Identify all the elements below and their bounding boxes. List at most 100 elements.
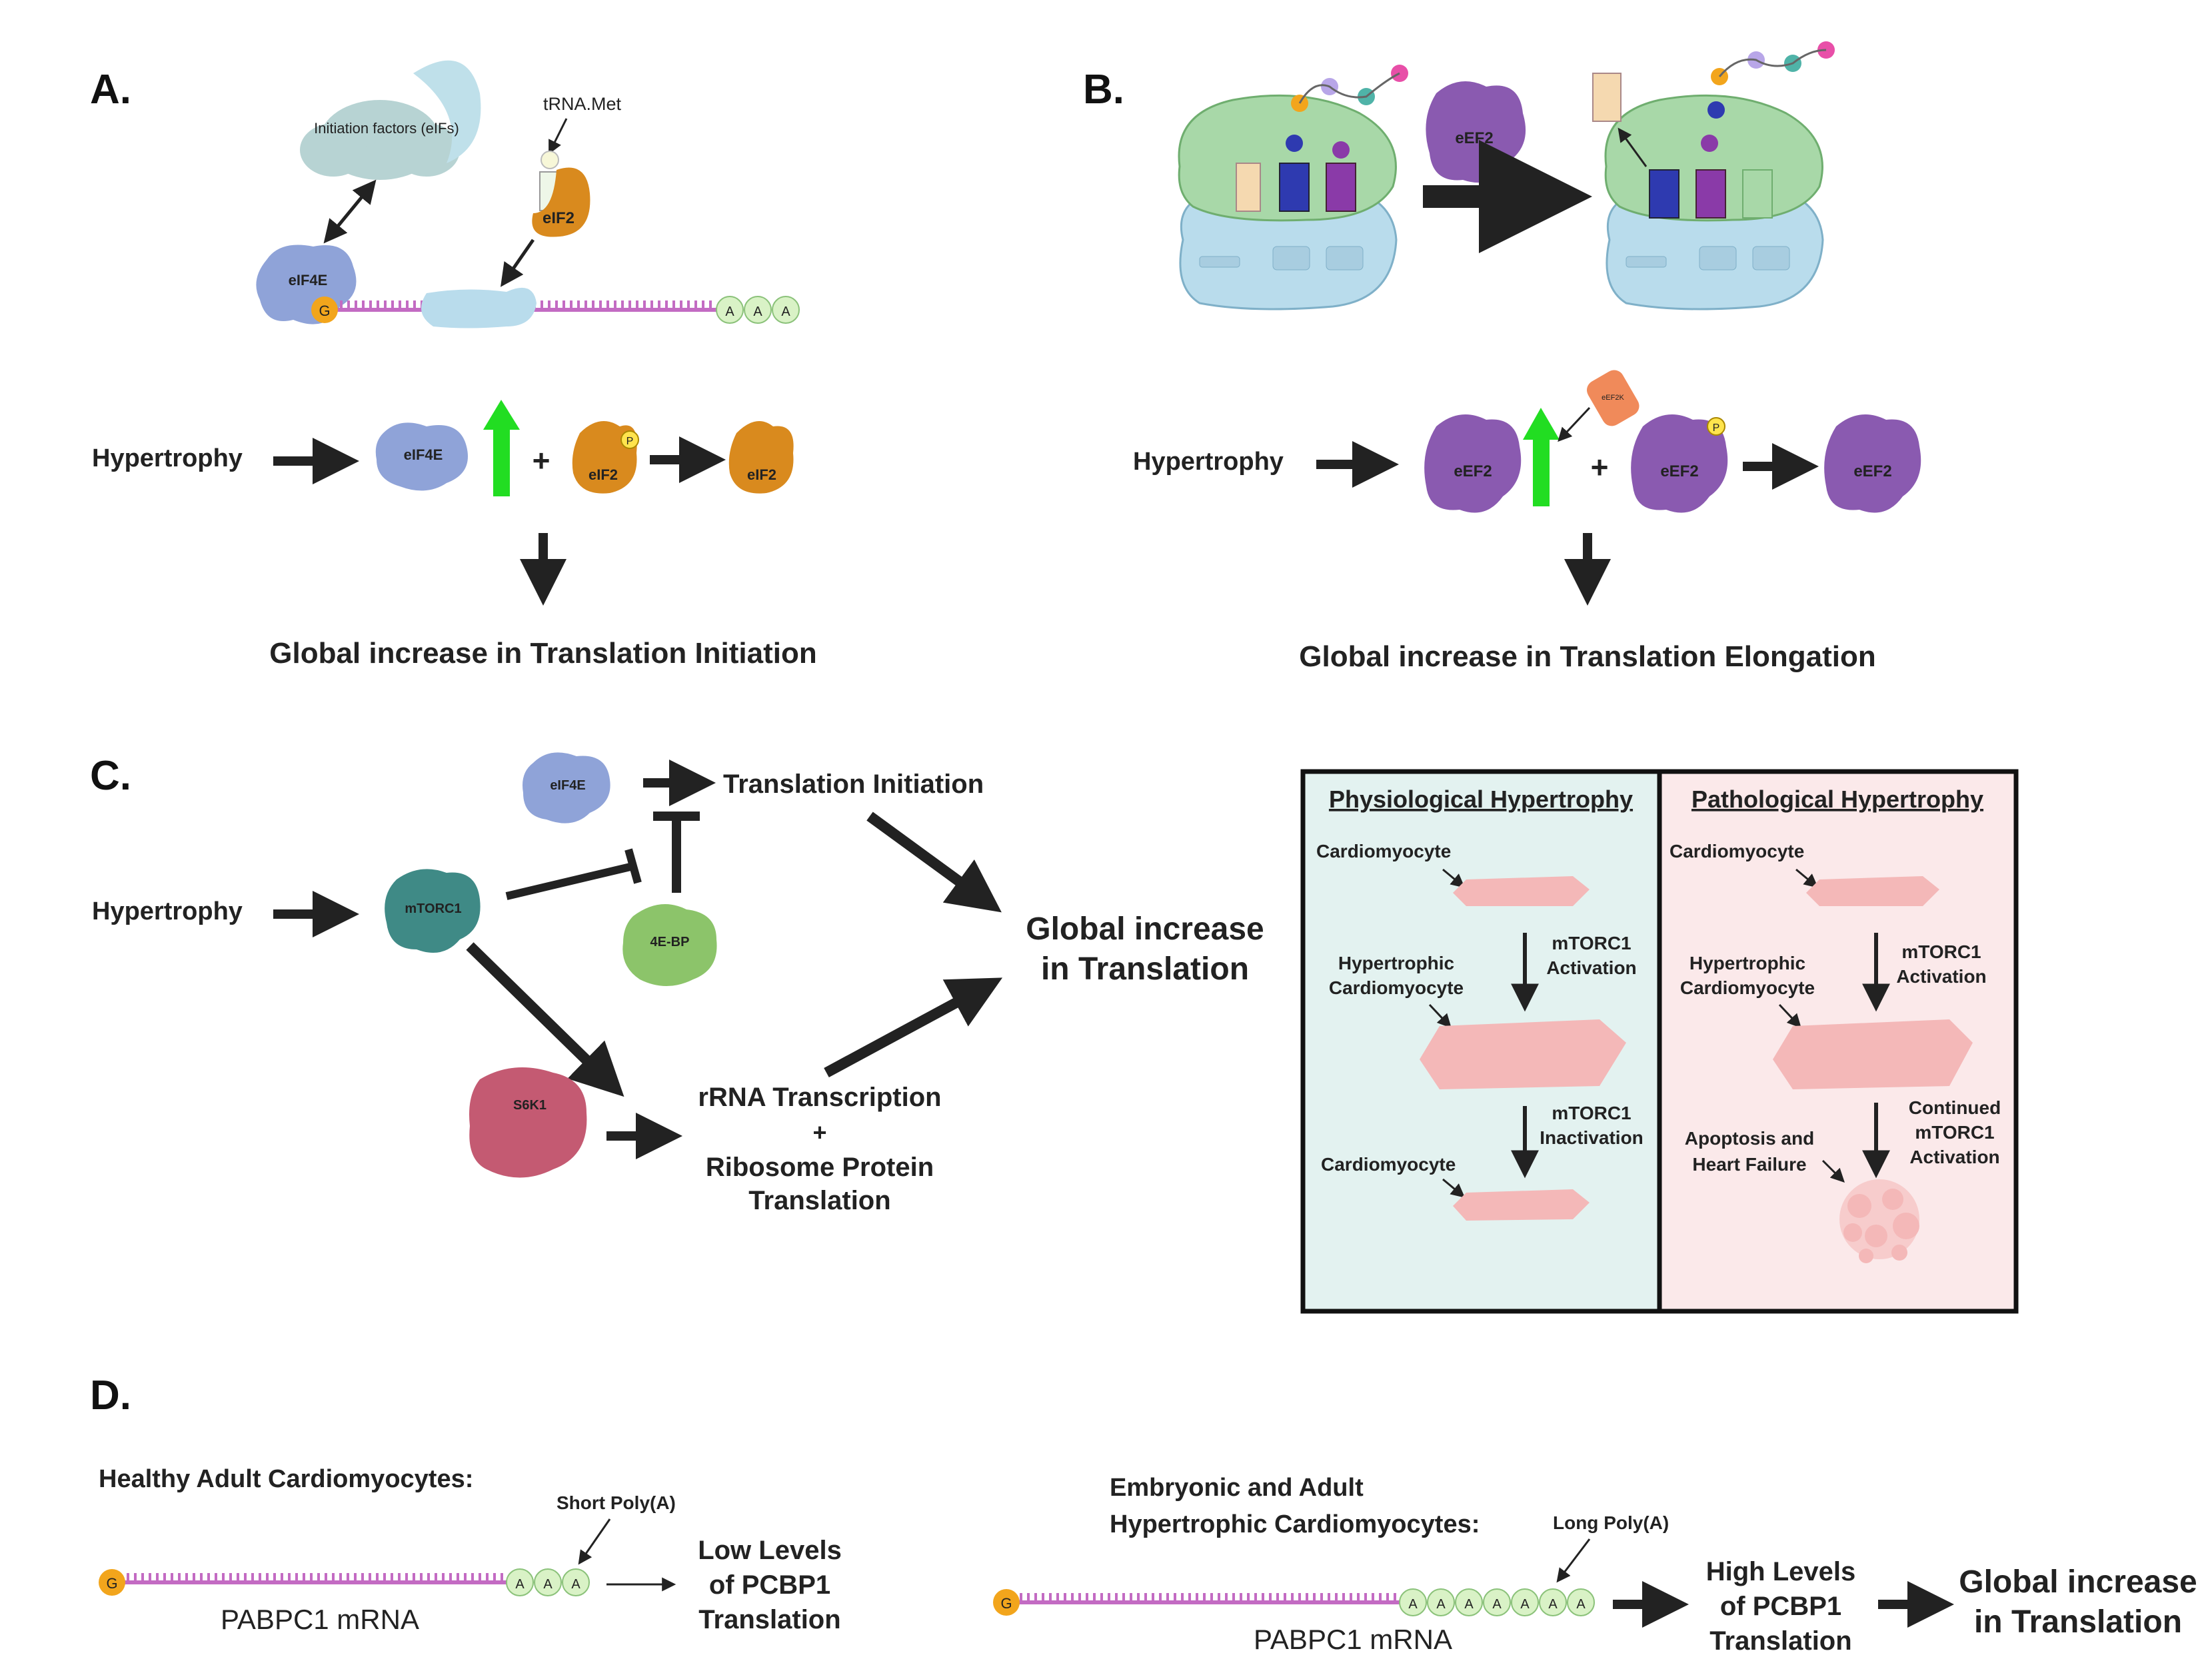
mrna-nucleotide (1137, 1593, 1140, 1602)
svg-text:A: A (571, 1577, 580, 1592)
mrna-nucleotide (1027, 1593, 1030, 1602)
svg-text:A: A (781, 304, 790, 319)
mrna-nucleotide (1100, 1593, 1103, 1602)
global-d-line1: Global increase (1959, 1564, 2197, 1600)
mrna-nucleotide (435, 1573, 437, 1582)
polya-nucleotide-label: A (1520, 1597, 1530, 1612)
physio-cardiomyocyte-2: Cardiomyocyte (1321, 1154, 1456, 1175)
patho-hypertrophic-cell-icon (1773, 1019, 1973, 1089)
low-line1: Low Levels (698, 1536, 842, 1565)
polya-tail-a: A A A (716, 296, 800, 324)
eef2-label-row: eEF2 (1454, 462, 1492, 480)
mrna-nucleotide (354, 1573, 357, 1582)
mrna-nucleotide (570, 300, 572, 310)
eef2-active-icon (1824, 414, 1921, 513)
embryonic-line2: Hypertrophic Cardiomyocytes: (1110, 1510, 1480, 1538)
patho-cardiomyocyte-1: Cardiomyocyte (1669, 841, 1804, 861)
mrna-nucleotide (1291, 1593, 1294, 1602)
rrna-to-global-arrow (824, 977, 1003, 1078)
mrna-nucleotide (1042, 1593, 1044, 1602)
embryonic-line1: Embryonic and Adult (1110, 1474, 1364, 1502)
mrna-nucleotide (577, 300, 580, 310)
s6k1-icon (469, 1067, 587, 1178)
mrna-nucleotide (1262, 1593, 1264, 1602)
mrna-nucleotide (303, 1573, 305, 1582)
mrna-nucleotide (317, 1573, 320, 1582)
mrna-nucleotide (1196, 1593, 1198, 1602)
phospho-badge-a (620, 430, 639, 449)
physio-inactivation-2: Inactivation (1540, 1127, 1644, 1148)
mrna-nucleotide (541, 300, 543, 310)
polya-nucleotide (1539, 1588, 1567, 1616)
mrna-nucleotide (1306, 1593, 1308, 1602)
eef2-kinase-icon (1587, 370, 1640, 426)
4ebp-icon (622, 904, 717, 986)
mrna-nucleotide (163, 1573, 166, 1582)
eef2-label-phospho: eEF2 (1660, 462, 1698, 480)
mrna-nucleotide (420, 1573, 423, 1582)
mrna-nucleotide (288, 1573, 291, 1582)
mrna-nucleotide (229, 1573, 232, 1582)
mrna-nucleotide (1394, 1593, 1396, 1602)
mrna-cap-a-label: G (319, 302, 330, 319)
mrna-nucleotide (377, 300, 379, 310)
mrna-nucleotide (1020, 1593, 1022, 1602)
global-d-line2: in Translation (1974, 1604, 2182, 1640)
physio-hypertrophic-cell-icon (1420, 1019, 1626, 1089)
mrna-nucleotide (606, 300, 609, 310)
mrna-cap-d2 (993, 1589, 1020, 1616)
mrna-nucleotide (1240, 1593, 1242, 1602)
hypertrophy-label-c: Hypertrophy (92, 897, 243, 925)
mrna-nucleotide (383, 1573, 386, 1582)
mrna-nucleotide (1210, 1593, 1213, 1602)
eif4e-label-top: eIF4E (289, 272, 328, 288)
short-polya-arrow (578, 1518, 611, 1565)
4ebp-label: 4E-BP (650, 935, 690, 949)
mrna-nucleotide (687, 300, 690, 310)
mrna-nucleotide (1130, 1593, 1132, 1602)
mrna-nucleotide (442, 1573, 445, 1582)
mrna-nucleotide (680, 300, 682, 310)
mrna-nucleotide (295, 1573, 298, 1582)
mrna-nucleotide (1108, 1593, 1110, 1602)
global-c-line1: Global increase (1026, 911, 1264, 947)
mrna-nucleotide (709, 300, 712, 310)
kinase-label: eEF2K (1602, 394, 1624, 402)
physio-cell-2-icon (1453, 1189, 1590, 1221)
panel-label-d: D. (90, 1373, 131, 1418)
mrna-nucleotide (658, 300, 660, 310)
mrna-nucleotide (405, 1573, 408, 1582)
mrna-nucleotide (149, 1573, 151, 1582)
hypertrophy-label-a: Hypertrophy (92, 444, 243, 472)
hypertrophy-comparison-box: Physiological Hypertrophy Cardiomyocyte … (1300, 769, 2019, 1314)
translation-initiation-label: Translation Initiation (723, 770, 984, 799)
mrna-nucleotide (310, 1573, 313, 1582)
mrna-nucleotide (1284, 1593, 1286, 1602)
mrna-nucleotide (1247, 1593, 1250, 1602)
mrna-nucleotide (141, 1573, 144, 1582)
mrna-nucleotide (273, 1573, 276, 1582)
mrna-nucleotide (1034, 1593, 1037, 1602)
hypertrophy-label-b: Hypertrophy (1133, 448, 1284, 476)
mrna-nucleotide (362, 300, 365, 310)
mrna-cap-d1 (99, 1569, 125, 1596)
mrna-nucleotide (464, 1573, 467, 1582)
mrna-nucleotide (1071, 1593, 1074, 1602)
mrna-nucleotide (391, 1573, 393, 1582)
mrna-nucleotide (340, 300, 343, 310)
mrna-nucleotide (1225, 1593, 1228, 1602)
svg-text:A: A (515, 1577, 525, 1592)
mrna-nucleotide (471, 1573, 474, 1582)
mrna-nucleotide (1086, 1593, 1088, 1602)
polya-nucleotide-label: A (1464, 1597, 1474, 1612)
mrna-nucleotide (599, 300, 602, 310)
mrna-nucleotide (281, 1573, 283, 1582)
mrna-nucleotide (222, 1573, 225, 1582)
eef2-phospho-icon (1631, 414, 1728, 513)
physio-inactivation-1: mTORC1 (1552, 1103, 1631, 1123)
mrna-nucleotide (1364, 1593, 1367, 1602)
ribosome-left (1178, 65, 1408, 310)
eif2-label-phospho: eIF2 (588, 466, 618, 483)
eif2-icon (532, 167, 590, 237)
